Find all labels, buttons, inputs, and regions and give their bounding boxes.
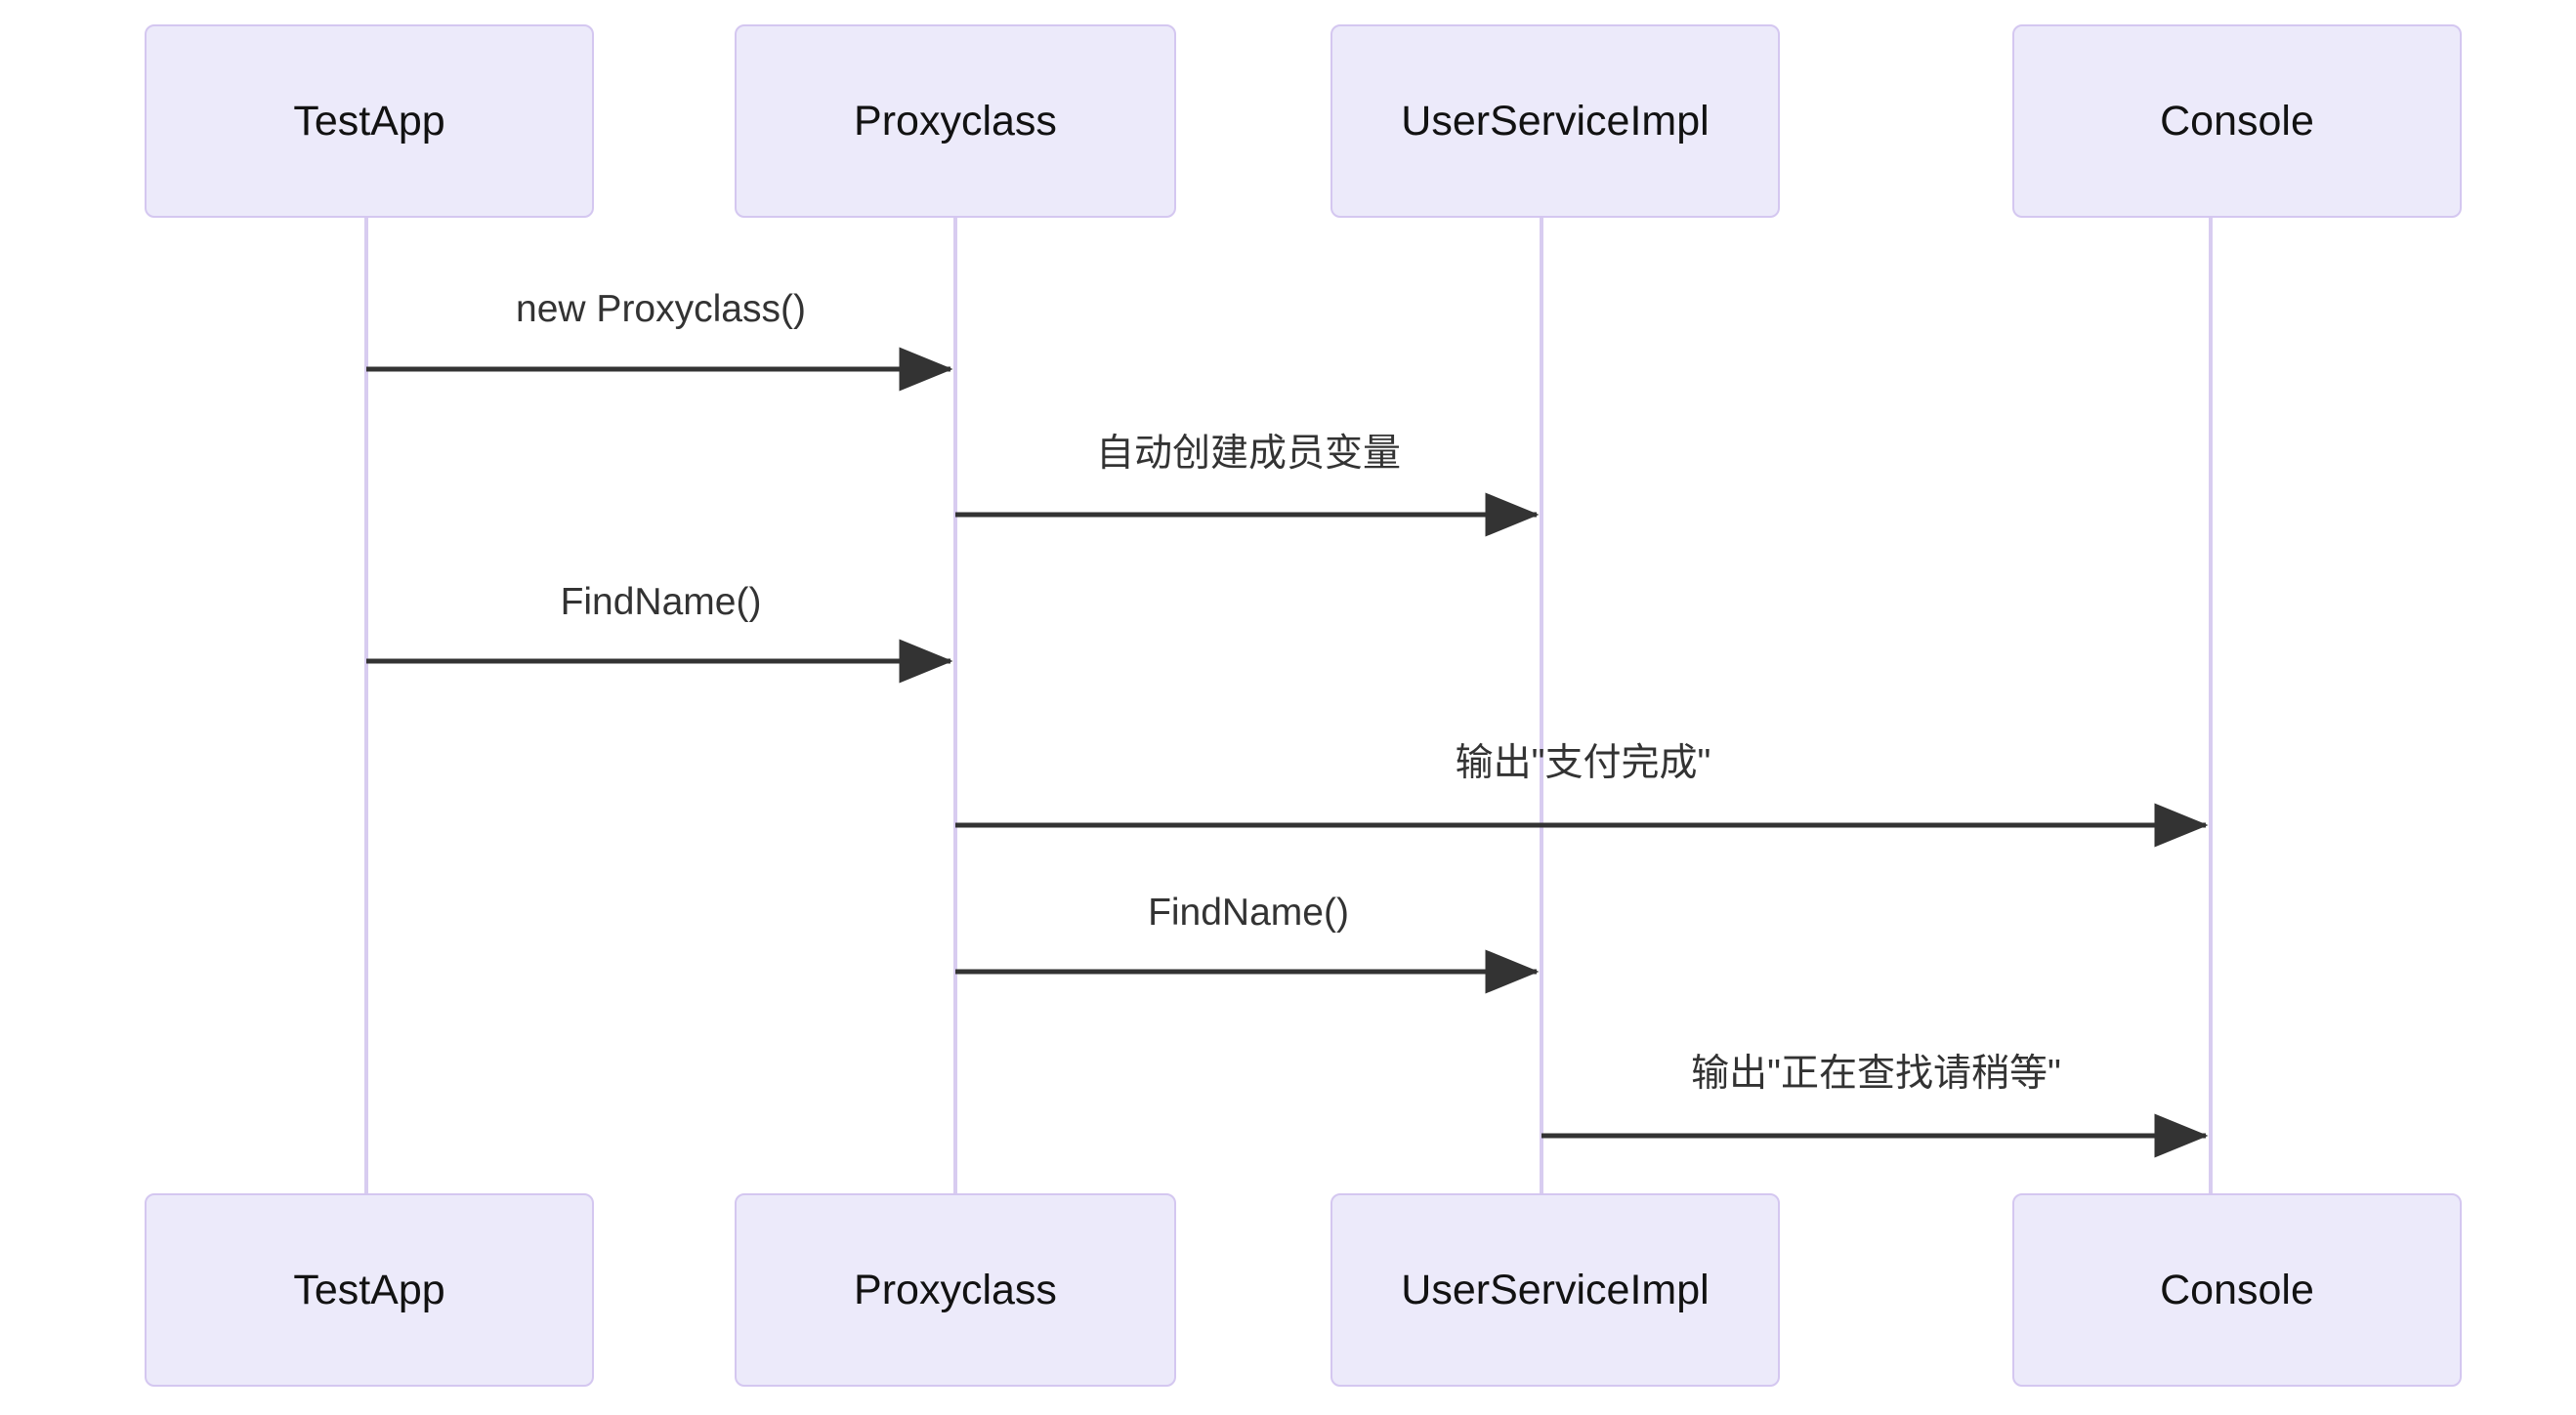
- participant-label: TestApp: [293, 1266, 445, 1313]
- participant-box-top-userserviceimpl[interactable]: UserServiceImpl: [1330, 24, 1780, 218]
- participant-box-top-proxyclass[interactable]: Proxyclass: [735, 24, 1176, 218]
- lifeline-proxyclass: [953, 218, 957, 1193]
- participant-box-bottom-testapp[interactable]: TestApp: [145, 1193, 594, 1387]
- participant-label: UserServiceImpl: [1401, 97, 1710, 145]
- participant-box-top-console[interactable]: Console: [2012, 24, 2462, 218]
- participant-box-bottom-proxyclass[interactable]: Proxyclass: [735, 1193, 1176, 1387]
- message-label-5: FindName(): [1148, 892, 1349, 934]
- message-label-6: 输出"正在查找请稍等": [1691, 1053, 2061, 1095]
- participant-label: Proxyclass: [854, 97, 1057, 145]
- participant-box-top-testapp[interactable]: TestApp: [145, 24, 594, 218]
- message-label-4: 输出"支付完成": [1455, 742, 1711, 784]
- participant-label: UserServiceImpl: [1401, 1266, 1710, 1313]
- participant-box-bottom-console[interactable]: Console: [2012, 1193, 2462, 1387]
- participant-box-bottom-userserviceimpl[interactable]: UserServiceImpl: [1330, 1193, 1780, 1387]
- participant-label: TestApp: [293, 97, 445, 145]
- message-label-2: 自动创建成员变量: [1095, 433, 1402, 475]
- participant-label: Proxyclass: [854, 1266, 1057, 1313]
- lifeline-userserviceimpl: [1540, 218, 1543, 1193]
- message-label-3: FindName(): [560, 581, 762, 623]
- lifeline-testapp: [364, 218, 368, 1193]
- participant-label: Console: [2160, 97, 2314, 145]
- participant-label: Console: [2160, 1266, 2314, 1313]
- message-label-1: new Proxyclass(): [516, 288, 806, 330]
- lifeline-console: [2209, 218, 2213, 1193]
